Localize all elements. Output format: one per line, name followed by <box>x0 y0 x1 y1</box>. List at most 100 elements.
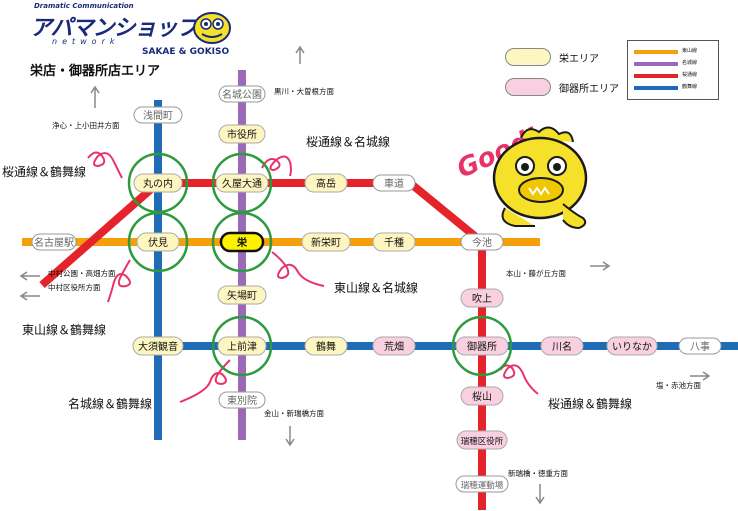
line-legend-swatch <box>634 50 678 54</box>
station-label: 新栄町 <box>311 236 341 249</box>
station-pill <box>219 231 265 253</box>
station-pill <box>218 85 266 103</box>
station: 上前津 <box>217 336 267 356</box>
station-label: 荒畑 <box>384 340 404 353</box>
station-pill <box>678 337 722 355</box>
station-group: 名古屋駅 伏見 栄 新栄町 千種 今池 丸の内 久屋大通 高岳 車道 浅間町 名城公園市役所矢場町上前… <box>31 85 722 493</box>
station: 吹上 <box>460 288 504 308</box>
brand-store-names: SAKAE & GOKISO <box>142 47 230 57</box>
station-label: 瑞穂運動場 <box>461 480 504 491</box>
station-pill <box>455 336 509 356</box>
station: 川名 <box>540 336 584 356</box>
station-label: 東別院 <box>227 394 257 407</box>
line-legend-row: 東山線 <box>634 47 714 57</box>
station-label: 矢場町 <box>227 289 257 302</box>
station-pill <box>456 430 508 450</box>
line-legend-label: 東山線 <box>682 48 698 54</box>
station-pill <box>304 173 348 193</box>
line-legend: 東山線 名城線 桜通線 鶴舞線 <box>627 40 719 100</box>
direction-label: 浄心・上小田井方面 <box>52 120 120 130</box>
direction-arrows <box>19 45 711 505</box>
station-pill <box>460 233 504 251</box>
line-legend-swatch <box>634 86 678 90</box>
station-pill <box>372 174 416 192</box>
direction-label: 本山・藤が丘方面 <box>506 268 566 278</box>
station-label: 瑞穂区役所 <box>461 436 504 447</box>
station-pill <box>460 288 504 308</box>
callout-label: 桜通線＆名城線 <box>306 134 390 149</box>
brand-header: Dramatic Communication アパマンショップ network … <box>30 2 250 60</box>
interchange-rings <box>127 152 513 377</box>
station-pill <box>460 386 504 406</box>
legend-gokiso-label: 御器所エリア <box>559 83 619 95</box>
station-label: 浅間町 <box>143 109 173 122</box>
direction-label: 塩・赤池方面 <box>656 380 701 390</box>
callout-label: 桜通線＆鶴舞線 <box>2 164 86 179</box>
station-label: 桜山 <box>472 390 492 403</box>
station-label: 川名 <box>552 340 572 353</box>
station: いりなか <box>606 336 658 356</box>
brand-network-text: network <box>52 37 120 46</box>
direction-label: 新瑞橋・徳重方面 <box>508 468 568 478</box>
station-label: 大須観音 <box>138 340 178 353</box>
brand-logo-text: アパマンショップ <box>30 16 199 41</box>
area-title: 栄店・御器所店エリア <box>30 64 161 79</box>
station-pill <box>133 173 183 193</box>
station-label: 上前津 <box>227 340 257 353</box>
station-pill <box>218 124 266 144</box>
station: 八事 <box>678 337 722 355</box>
line-legend-label: 桜通線 <box>682 72 698 78</box>
station-label: 車道 <box>384 177 404 190</box>
station-label: 今池 <box>472 236 492 249</box>
station: 市役所 <box>218 124 266 144</box>
direction-label: 黒川・大曽根方面 <box>274 86 334 96</box>
line-legend-row: 鶴舞線 <box>634 83 714 93</box>
station-label: 八事 <box>690 340 710 353</box>
legend-sakae-area: 栄エリア <box>505 48 599 66</box>
station-label: 市役所 <box>227 128 257 141</box>
station-label: 伏見 <box>148 236 168 249</box>
station: 千種 <box>372 232 416 252</box>
station: 瑞穂運動場 <box>455 475 509 493</box>
callout-label: 東山線＆名城線 <box>334 280 418 295</box>
direction-label: 金山・新瑞橋方面 <box>264 408 324 418</box>
station: 車道 <box>372 174 416 192</box>
station-pill <box>304 336 348 356</box>
station-label: 御器所 <box>467 340 497 353</box>
station: 伏見 <box>136 232 180 252</box>
station-label: いりなか <box>612 341 652 353</box>
line-legend-row: 桜通線 <box>634 71 714 81</box>
station: 東別院 <box>218 391 266 409</box>
legend-sakae-swatch <box>505 48 551 66</box>
station: 鶴舞 <box>304 336 348 356</box>
station: 桜山 <box>460 386 504 406</box>
station: 久屋大通 <box>215 173 269 193</box>
direction-label: 中村公園・高畑方面 <box>48 268 116 278</box>
station-pill <box>455 475 509 493</box>
station-label: 栄 <box>236 236 248 249</box>
station-pill <box>136 232 180 252</box>
station-pill <box>132 336 184 356</box>
legend-sakae-label: 栄エリア <box>559 53 599 65</box>
station-pill <box>217 285 267 305</box>
station-label: 吹上 <box>472 292 492 305</box>
station: 丸の内 <box>133 173 183 193</box>
station: 名古屋駅 <box>31 233 77 251</box>
line-legend-swatch <box>634 62 678 66</box>
station: 御器所 <box>455 336 509 356</box>
station: 瑞穂区役所 <box>456 430 508 450</box>
callout-squiggles <box>87 151 539 403</box>
station-pill <box>217 336 267 356</box>
station-label: 高岳 <box>316 177 336 190</box>
legend-gokiso-area: 御器所エリア <box>505 78 619 96</box>
mascot-small-icon <box>193 12 231 44</box>
station-pill <box>606 336 658 356</box>
station-pill <box>372 336 416 356</box>
callout-label: 桜通線＆鶴舞線 <box>548 396 632 411</box>
station: 名城公園 <box>218 85 266 103</box>
station-pill <box>218 391 266 409</box>
callout-label: 名城線＆鶴舞線 <box>68 396 152 411</box>
line-legend-label: 名城線 <box>682 60 698 66</box>
station: 浅間町 <box>133 106 183 124</box>
